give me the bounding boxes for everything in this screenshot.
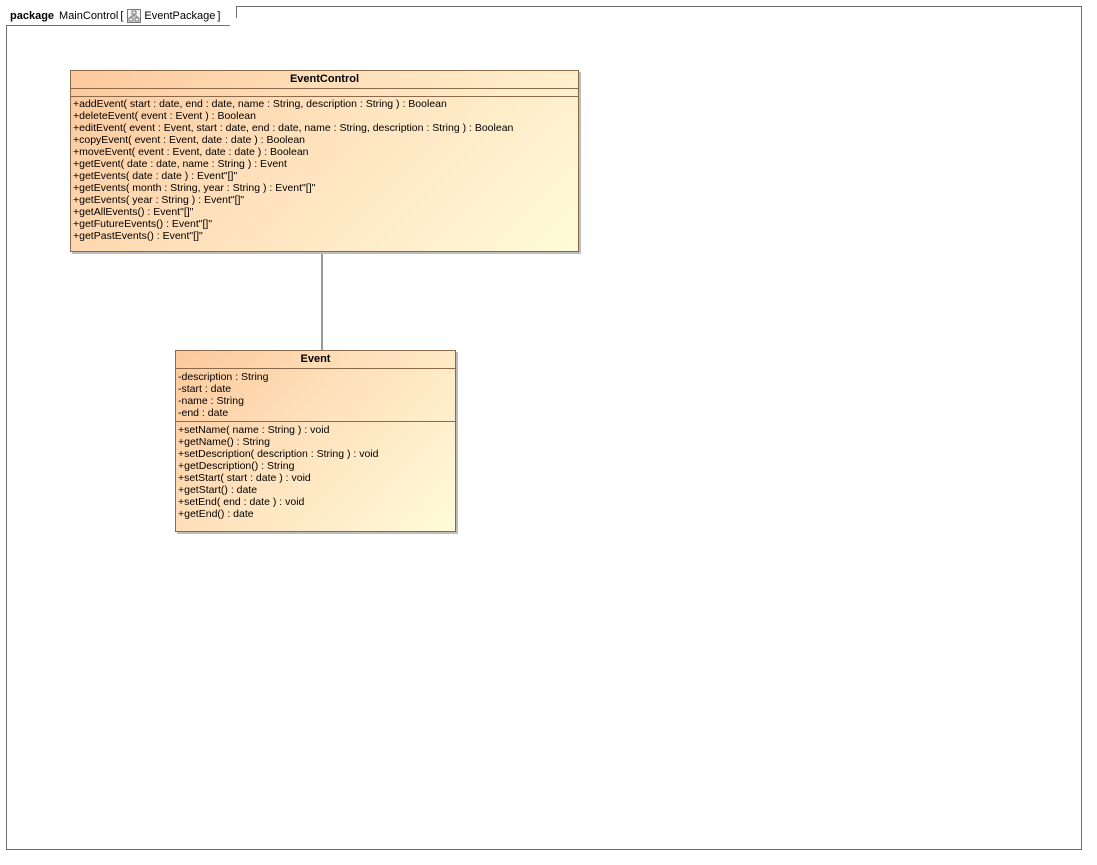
class-operation[interactable]: +setEnd( end : date ) : void [178, 496, 305, 508]
class-operation[interactable]: +getEvents( month : String, year : Strin… [73, 182, 316, 194]
class-operation[interactable]: +getEvents( year : String ) : Event"[]" [73, 194, 245, 206]
class-operation[interactable]: +setDescription( description : String ) … [178, 448, 379, 460]
class-name: Event [176, 351, 455, 369]
class-name: EventControl [71, 71, 578, 89]
attributes-compartment: -description : String-start : date-name … [176, 369, 455, 422]
operations-compartment: +addEvent( start : date, end : date, nam… [71, 97, 578, 243]
operations-compartment: +setName( name : String ) : void+getName… [176, 422, 455, 521]
class-attribute[interactable]: -name : String [178, 395, 244, 407]
class-operation[interactable]: +getDescription() : String [178, 460, 295, 472]
class-operation[interactable]: +getAllEvents() : Event"[]" [73, 206, 194, 218]
class-operation[interactable]: +getEvents( date : date ) : Event"[]" [73, 170, 238, 182]
class-attribute[interactable]: -start : date [178, 383, 232, 395]
class-attribute[interactable]: -end : date [178, 407, 229, 419]
class-operation[interactable]: +setStart( start : date ) : void [178, 472, 311, 484]
frame-package-name: MainControl [59, 9, 119, 22]
package-frame [6, 6, 1082, 850]
frame-close-bracket: ] [217, 9, 221, 22]
class-operation[interactable]: +moveEvent( event : Event, date : date )… [73, 146, 309, 158]
class-operation[interactable]: +copyEvent( event : Event, date : date )… [73, 134, 306, 146]
class-attribute[interactable]: -description : String [178, 371, 269, 383]
class-diagram-icon [127, 9, 141, 23]
class-operation[interactable]: +getStart() : date [178, 484, 258, 496]
attributes-compartment [71, 89, 578, 97]
package-frame-tab: package MainControl [ EventPackage ] [6, 6, 237, 26]
frame-open-bracket: [ [120, 9, 124, 22]
class-operation[interactable]: +getFutureEvents() : Event"[]" [73, 218, 213, 230]
class-operation[interactable]: +getName() : String [178, 436, 270, 448]
class-operation[interactable]: +getEvent( date : date, name : String ) … [73, 158, 287, 170]
class-operation[interactable]: +addEvent( start : date, end : date, nam… [73, 98, 447, 110]
class-operation[interactable]: +getEnd() : date [178, 508, 254, 520]
frame-diagram-name: EventPackage [144, 9, 216, 22]
class-event[interactable]: Event -description : String-start : date… [175, 350, 456, 532]
class-operation[interactable]: +getPastEvents() : Event"[]" [73, 230, 203, 242]
class-operation[interactable]: +deleteEvent( event : Event ) : Boolean [73, 110, 256, 122]
class-operation[interactable]: +setName( name : String ) : void [178, 424, 330, 436]
frame-keyword: package [10, 9, 55, 22]
class-operation[interactable]: +editEvent( event : Event, start : date,… [73, 122, 514, 134]
class-eventcontrol[interactable]: EventControl +addEvent( start : date, en… [70, 70, 579, 252]
